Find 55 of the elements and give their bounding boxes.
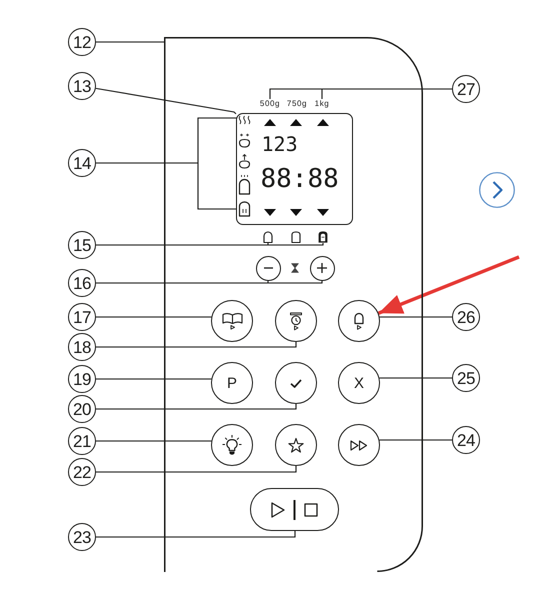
weight-label: 1kg [309, 99, 335, 109]
leader-line [96, 404, 297, 410]
callout-number: 24 [452, 426, 480, 454]
callout-number: 14 [68, 149, 96, 177]
callout-number: 12 [68, 28, 96, 56]
play-stop-button [250, 488, 339, 531]
round-button [338, 424, 380, 466]
callout-number: 25 [452, 364, 480, 392]
round-button: P [211, 362, 253, 404]
lcd-digits: 123 [262, 134, 298, 154]
leader-line [96, 41, 164, 43]
leader-line [321, 88, 452, 99]
leader-line [96, 117, 236, 164]
leader-line [380, 316, 452, 318]
round-button [211, 300, 253, 342]
callout-number: 20 [68, 395, 96, 423]
leader-line [379, 377, 452, 379]
callout-number: 18 [68, 333, 96, 361]
round-button [256, 256, 280, 280]
round-button [211, 424, 253, 466]
callout-number: 23 [68, 523, 96, 551]
leader-line [96, 88, 236, 114]
round-button: X [338, 362, 380, 404]
callout-number: 22 [68, 458, 96, 486]
callout-number: 19 [68, 365, 96, 393]
leader-line [96, 466, 297, 473]
bread-icon [291, 231, 301, 243]
round-button [275, 362, 317, 404]
leader-line [96, 531, 296, 538]
round-button [338, 300, 380, 342]
leader-line [96, 440, 212, 442]
callout-number: 26 [452, 303, 480, 331]
round-button [275, 424, 317, 466]
lcd-display [236, 113, 353, 225]
callout-number: 21 [68, 427, 96, 455]
weight-label: 500g [257, 99, 283, 109]
round-button [310, 256, 334, 280]
callout-number: 27 [452, 75, 480, 103]
bread-icon [318, 231, 328, 243]
arrow [378, 255, 520, 315]
leader-line [96, 280, 323, 284]
leader-line [96, 342, 297, 348]
bread-icon [263, 231, 273, 243]
callout-number: 17 [68, 303, 96, 331]
callout-number: 13 [68, 72, 96, 100]
control-panel [164, 37, 423, 572]
round-button [275, 300, 317, 342]
leader-line [96, 378, 212, 380]
callout-number: 15 [68, 231, 96, 259]
weight-label: 750g [284, 99, 310, 109]
status-icons [236, 114, 252, 218]
lcd-digits: 88:88 [260, 166, 339, 192]
leader-line [379, 439, 452, 441]
callout-number: 16 [68, 269, 96, 297]
leader-line [96, 316, 212, 318]
